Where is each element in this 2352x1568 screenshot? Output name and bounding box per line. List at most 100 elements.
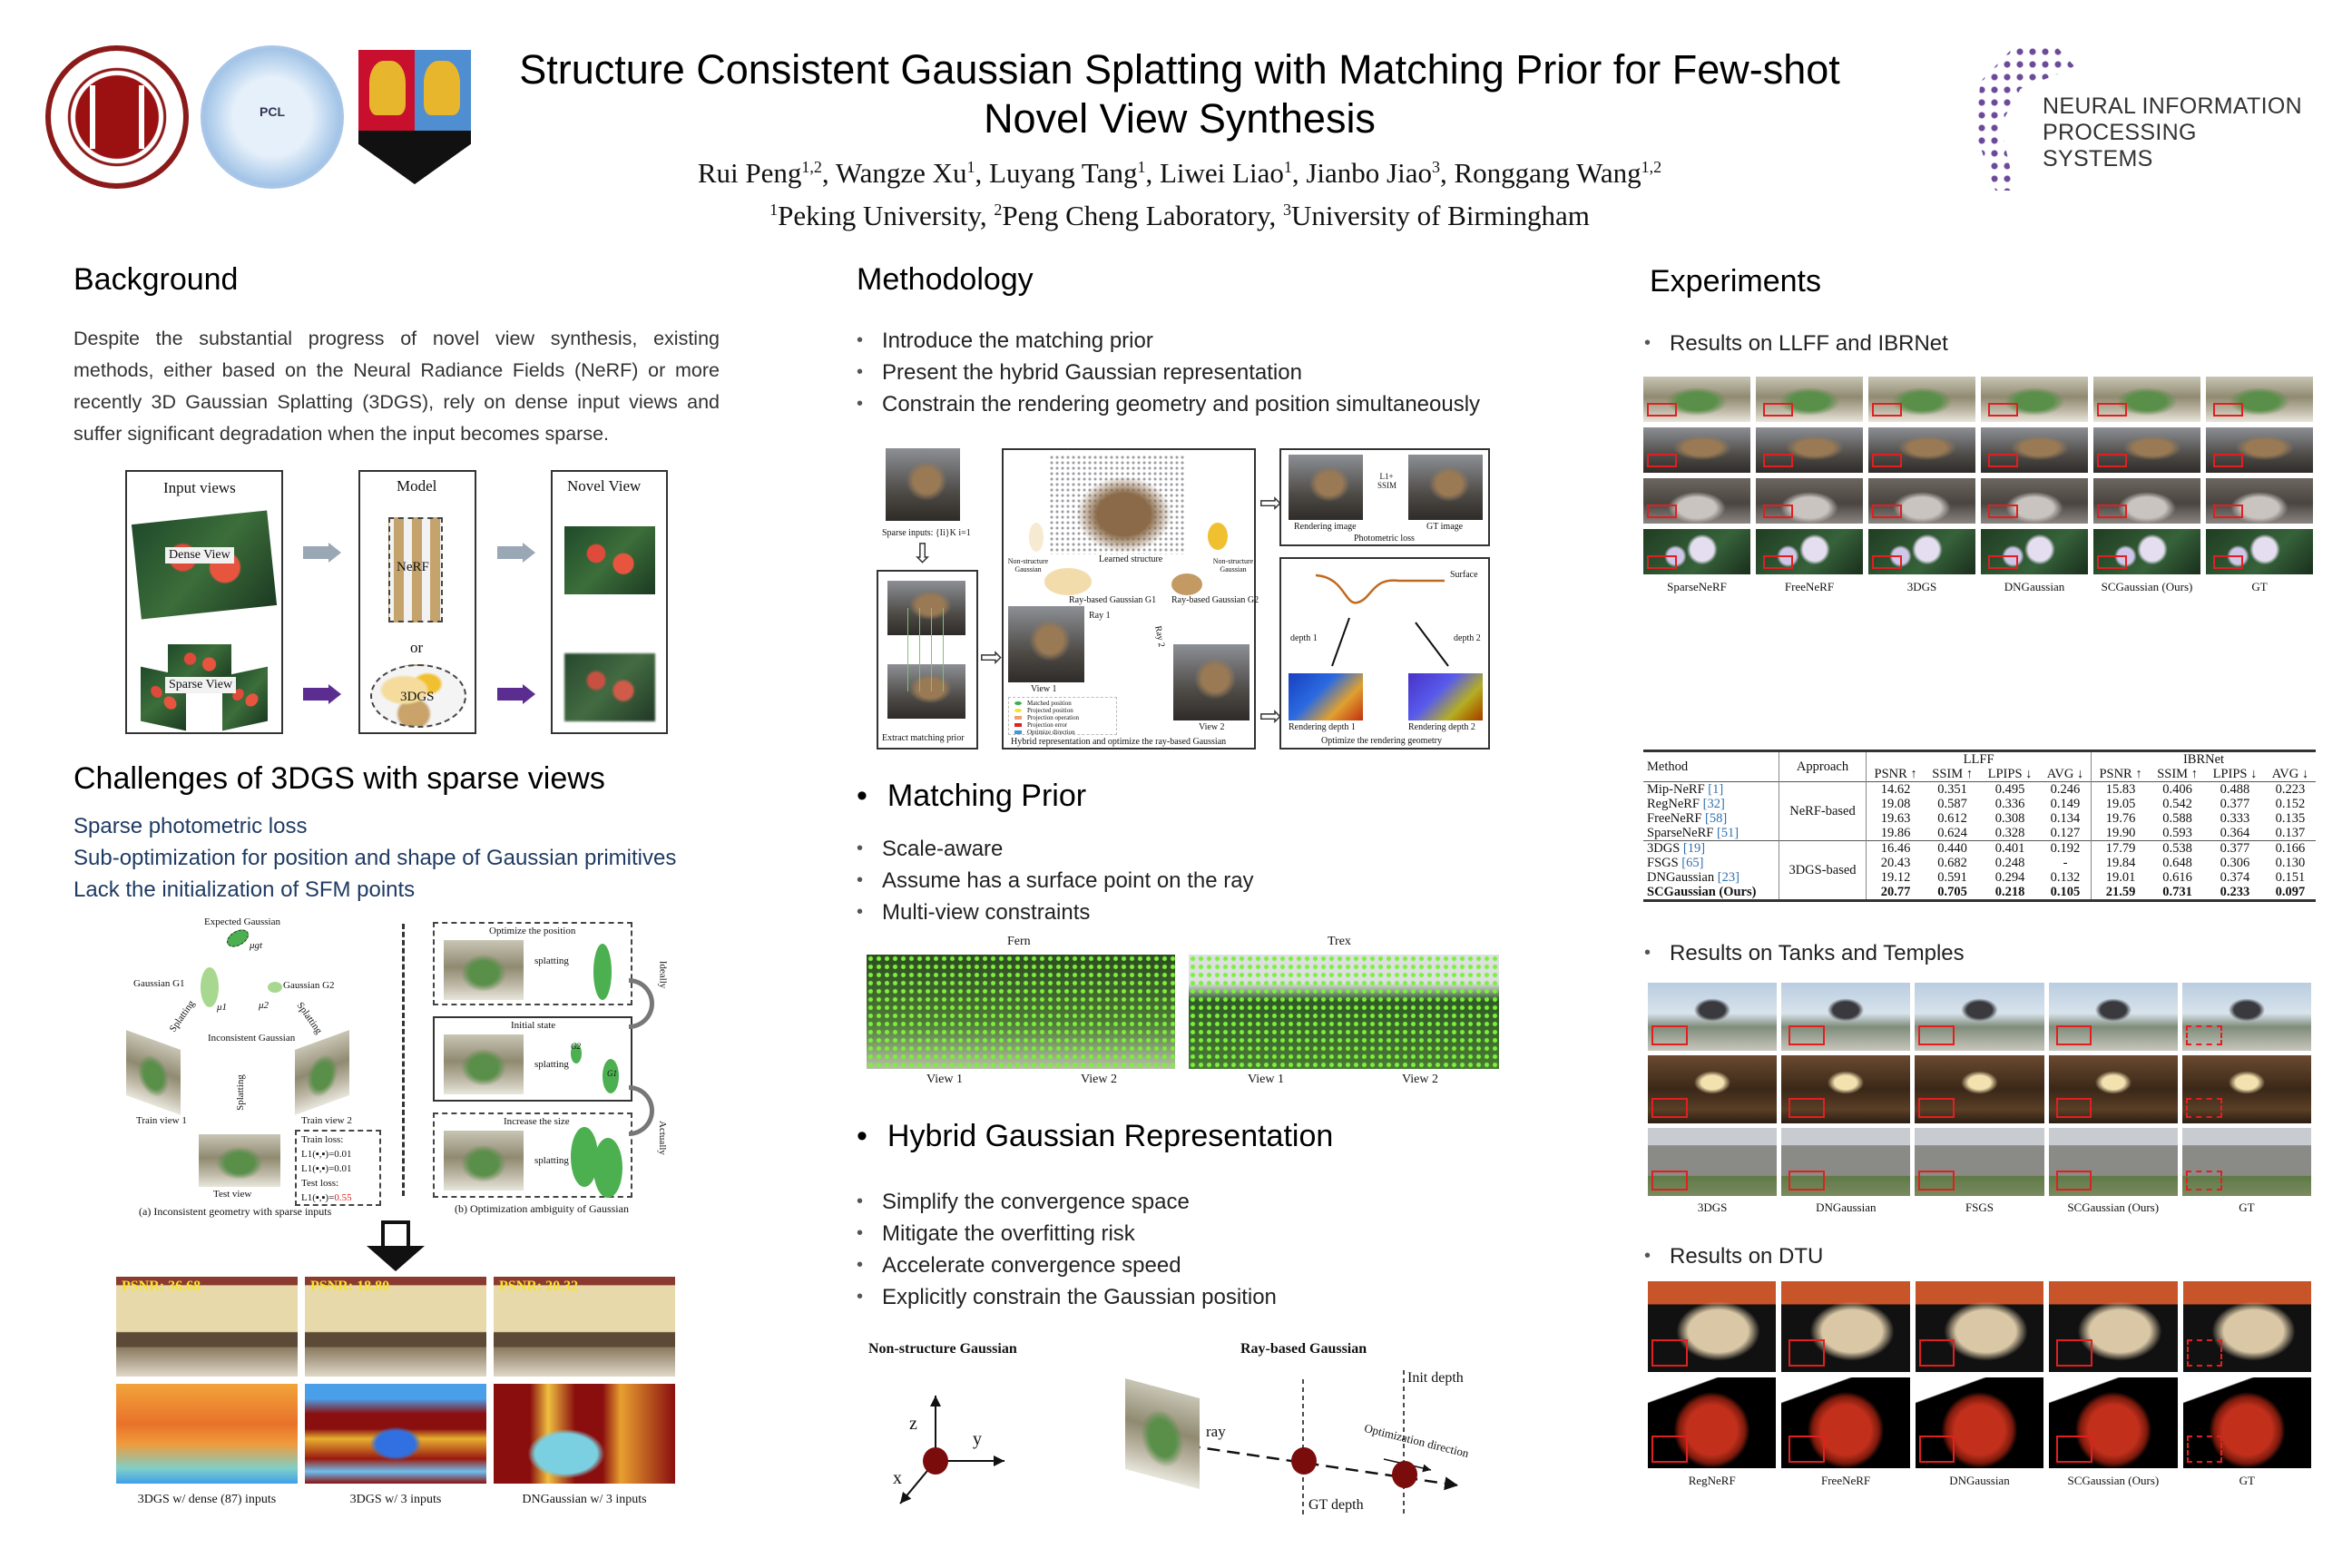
initial-state-image xyxy=(444,1034,524,1094)
value-cell: 19.01 xyxy=(2091,870,2151,885)
peng-cheng-lab-logo: PCL xyxy=(201,45,344,189)
sparse-arrow-icon xyxy=(303,688,330,701)
or-label: or xyxy=(410,639,424,656)
column-caption: GT xyxy=(2239,1474,2255,1487)
author-affiliation-sup: 1,2 xyxy=(1641,158,1662,176)
matching-prior-item: Assume has a surface point on the ray xyxy=(857,865,1254,897)
result-image xyxy=(1648,1128,1778,1196)
sparse-arrowhead-icon xyxy=(328,684,341,704)
author-name: Ronggang Wang xyxy=(1454,157,1642,190)
value-cell: 0.151 xyxy=(2275,870,2306,885)
method-citation: [32] xyxy=(1702,797,1725,811)
method-cell: SCGaussian (Ours) xyxy=(1643,885,1779,901)
splatting-label: splatting xyxy=(534,1155,569,1166)
column-caption: SCGaussian (Ours) xyxy=(2067,1200,2160,1214)
result-image xyxy=(2049,1377,2178,1468)
zoom-highlight-box xyxy=(1872,403,1903,416)
peking-university-logo xyxy=(45,45,189,189)
zoom-highlight-box xyxy=(1988,403,2019,416)
train-view-2-label: Train view 2 xyxy=(301,1115,352,1126)
rendering-depth-2-label: Rendering depth 2 xyxy=(1408,722,1475,732)
column-caption: GT xyxy=(2239,1200,2255,1214)
result-image xyxy=(1643,529,1750,574)
novel-view-label: Novel View xyxy=(567,477,642,495)
value-cell: 0.591 xyxy=(1937,870,1967,885)
zoom-highlight-box xyxy=(1788,1339,1825,1367)
author: Rui Peng1,2 xyxy=(698,157,836,189)
tanks-label-list: Results on Tanks and Temples xyxy=(1644,937,1965,969)
author-affiliation-sup: 1,2 xyxy=(801,158,822,176)
ray-1-label: Ray 1 xyxy=(1089,611,1111,621)
method-name: DNGaussian xyxy=(1647,870,1715,885)
zoom-highlight-box xyxy=(1788,1436,1825,1463)
zoom-highlight-box xyxy=(2185,1170,2222,1191)
sparse-input-images xyxy=(886,448,960,521)
init-depth-gaussian-icon xyxy=(1392,1461,1417,1488)
zoom-highlight-box xyxy=(1651,1339,1688,1367)
extract-matching-prior-label: Extract matching prior xyxy=(882,733,965,743)
train-view-2-image xyxy=(295,1030,349,1115)
method-cell: SparseNeRF [51] xyxy=(1643,826,1779,841)
author: Jianbo Jiao3 xyxy=(1306,157,1454,189)
fern-view-2-label: View 2 xyxy=(1081,1073,1117,1086)
value-cell: 0.364 xyxy=(2220,826,2250,840)
actually-label: Actually xyxy=(656,1121,668,1155)
value-cell: 0.648 xyxy=(2162,856,2192,870)
metric-header: AVG ↓ xyxy=(2046,767,2084,781)
trex-label: Trex xyxy=(1328,935,1351,948)
value-cell: 0.440 xyxy=(1925,840,1981,856)
methodology-item: Present the hybrid Gaussian representati… xyxy=(857,357,1480,388)
optimize-geometry-label: Optimize the rendering geometry xyxy=(1321,736,1443,746)
zoom-highlight-box xyxy=(1872,454,1903,467)
non-structure-gaussian-label-2: Non-structure Gaussian xyxy=(1212,557,1254,573)
result-image xyxy=(1781,1377,1910,1468)
background-heading: Background xyxy=(74,262,239,297)
result-image xyxy=(1648,1377,1777,1468)
depth-map xyxy=(305,1384,486,1484)
value-cell: 0.246 xyxy=(2039,781,2092,797)
value-cell: 16.46 xyxy=(1866,840,1926,856)
zoom-highlight-box xyxy=(1918,1170,1955,1191)
increase-size-label: Increase the size xyxy=(504,1116,570,1127)
ray-2-label: Ray 2 xyxy=(1152,624,1167,649)
hybrid-item: Simplify the convergence space xyxy=(857,1186,1277,1218)
author: Liwei Liao1 xyxy=(1160,157,1306,189)
value-cell: 0.593 xyxy=(2162,826,2192,840)
zoom-highlight-box xyxy=(1647,555,1678,569)
sparse-output-arrowhead-icon xyxy=(523,684,535,704)
caption-b: (b) Optimization ambiguity of Gaussian xyxy=(455,1202,629,1215)
comparison-caption: 3DGS w/ 3 inputs xyxy=(349,1493,442,1506)
result-image xyxy=(1868,427,1975,473)
dense-output-arrow-icon xyxy=(497,546,524,559)
value-cell: 19.90 xyxy=(2091,826,2151,841)
dtu-label-list: Results on DTU xyxy=(1644,1240,1823,1272)
enlarged-g1-icon xyxy=(593,1138,622,1198)
result-image xyxy=(1781,983,1911,1051)
test-loss-value: 0.55 xyxy=(334,1192,352,1203)
result-image xyxy=(2182,1281,2311,1372)
method-name: SCGaussian (Ours) xyxy=(1647,885,1757,899)
train-view-1-label: Train view 1 xyxy=(136,1115,187,1126)
psnr-label: PSNR: 20.32 xyxy=(499,1279,579,1294)
dtu-results-label: Results on DTU xyxy=(1644,1240,1823,1272)
value-cell: 0.218 xyxy=(1994,885,2025,899)
author-name: Jianbo Jiao xyxy=(1306,157,1432,190)
matching-prior-item: Multi-view constraints xyxy=(857,897,1254,928)
splatting-label: splatting xyxy=(534,956,569,966)
dense-output-arrowhead-icon xyxy=(523,543,535,563)
zoom-highlight-box xyxy=(2186,1436,2223,1463)
surface-label: Surface xyxy=(1450,570,1478,580)
legend-label: Matched position xyxy=(1027,700,1072,707)
zoom-highlight-box xyxy=(2056,1339,2092,1367)
psnr-label: PSNR: 36.68 xyxy=(122,1279,201,1294)
rgb-render: PSNR: 36.68 xyxy=(116,1277,298,1377)
sparse-inputs-label: Sparse inputs: {Ii}K i=1 xyxy=(882,528,971,538)
result-image xyxy=(1981,427,2088,473)
test-view-image xyxy=(199,1134,280,1187)
author: Wangze Xu1 xyxy=(836,157,989,189)
